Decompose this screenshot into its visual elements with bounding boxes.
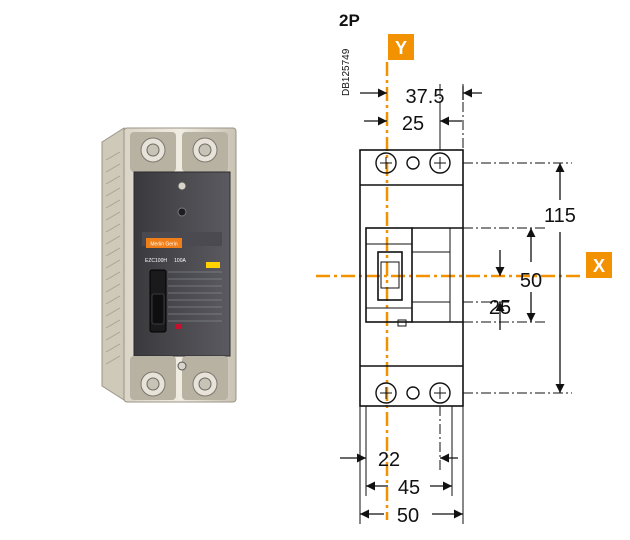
dim-top-outer-label: 37.5 bbox=[406, 86, 445, 108]
axis-x-badge bbox=[586, 252, 612, 278]
model-label: EZC100H bbox=[145, 258, 167, 264]
terminal-crosses bbox=[380, 157, 446, 399]
dim-top-inner-label: 25 bbox=[402, 113, 424, 135]
dim-top-outer bbox=[360, 86, 482, 100]
axis-y-label: Y bbox=[395, 38, 407, 58]
breaker-outline bbox=[359, 149, 464, 407]
bottom-terminals bbox=[130, 356, 228, 400]
pole-label: 2P bbox=[339, 11, 360, 30]
vent-ribs bbox=[105, 151, 121, 365]
axis-y-badge bbox=[388, 34, 414, 60]
rating-label: 100A bbox=[174, 258, 186, 264]
top-terminals bbox=[130, 132, 228, 172]
trip-indicator bbox=[176, 324, 182, 329]
circuit-breaker-photo: Merlin Gerin EZC100H 100A bbox=[101, 127, 237, 403]
bottom-extension-lines bbox=[359, 406, 464, 524]
dim-bottom-small-label: 22 bbox=[378, 449, 400, 471]
face-screw-mid bbox=[177, 207, 187, 217]
brand-label: Merlin Gerin bbox=[150, 242, 177, 248]
yellow-tag bbox=[206, 262, 220, 268]
dim-height-mid-label: 50 bbox=[520, 270, 542, 292]
dim-bottom-mid-label: 45 bbox=[398, 477, 420, 499]
dim-bottom-total-label: 50 bbox=[397, 505, 419, 527]
brand-badge bbox=[146, 238, 182, 248]
dim-height-total-label: 115 bbox=[544, 205, 576, 227]
toggle-handle bbox=[151, 293, 165, 325]
dim-height-inner-label: 25 bbox=[489, 297, 511, 319]
axis-x-label: X bbox=[593, 256, 605, 276]
face-screw-top bbox=[177, 181, 187, 191]
drawing-ref: DB125749 bbox=[341, 48, 352, 96]
spec-table-lines bbox=[168, 271, 222, 322]
terminal-holes bbox=[375, 152, 451, 404]
